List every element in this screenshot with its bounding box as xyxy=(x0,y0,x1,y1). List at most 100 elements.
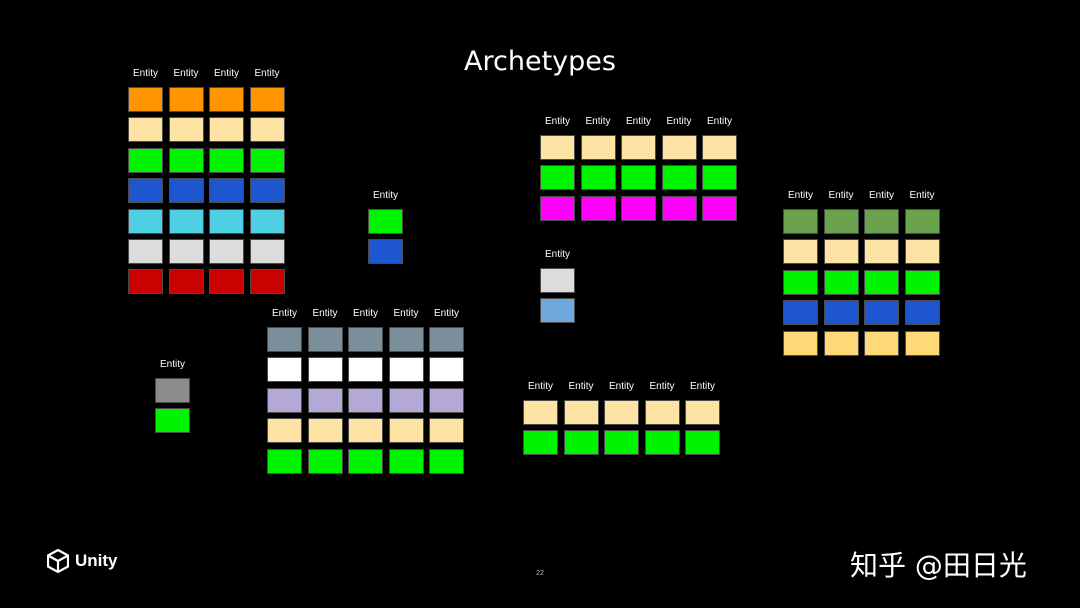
entity-header: Entity xyxy=(173,68,199,79)
component-cell-green xyxy=(644,430,680,456)
component-cell-cream xyxy=(429,418,464,444)
component-cell-white xyxy=(267,357,302,383)
component-cell-magenta xyxy=(702,195,737,221)
entity-header: Entity xyxy=(352,308,378,319)
component-cell-steelblue xyxy=(307,327,343,352)
component-cell-cream xyxy=(523,400,558,425)
entity-header: Entity xyxy=(787,190,813,201)
component-cell-blue xyxy=(783,300,818,326)
component-cell-steelblue xyxy=(429,327,464,352)
component-cell-yellow xyxy=(823,330,859,356)
component-cell-steelblue xyxy=(348,327,383,352)
component-cell-white xyxy=(307,357,343,383)
entity-header: Entity xyxy=(608,381,634,392)
component-cell-cream xyxy=(904,239,940,265)
entity-header: Entity xyxy=(372,190,398,201)
component-cell-green xyxy=(128,147,163,173)
component-cell-cream xyxy=(267,418,302,444)
component-cell-cream xyxy=(783,239,818,265)
component-cell-green xyxy=(563,430,599,456)
component-cell-blue xyxy=(168,178,204,204)
component-cell-green xyxy=(429,448,464,474)
entity-header: Entity xyxy=(689,381,715,392)
watermark: 知乎 @田日光 xyxy=(850,549,1027,582)
component-cell-green xyxy=(348,448,383,474)
entity-header: Entity xyxy=(544,116,570,127)
component-cell-cream xyxy=(685,400,720,425)
component-cell-magenta xyxy=(621,195,656,221)
component-cell-green xyxy=(155,408,190,434)
component-cell-cream xyxy=(128,117,163,143)
component-cell-orange xyxy=(249,87,285,112)
component-cell-red xyxy=(128,269,163,295)
component-cell-cyan xyxy=(209,208,244,234)
component-cell-green xyxy=(864,269,899,295)
component-cell-lightgray xyxy=(249,239,285,264)
unity-logo: Unity xyxy=(47,549,118,573)
component-cell-cyan xyxy=(128,208,163,234)
entity-header: Entity xyxy=(706,116,732,127)
component-cell-cream xyxy=(168,117,204,143)
component-cell-lightgray xyxy=(128,239,163,264)
component-cell-olive xyxy=(904,209,940,234)
entity-header: Entity xyxy=(544,249,570,260)
entity-header: Entity xyxy=(433,308,459,319)
component-cell-red xyxy=(249,269,285,295)
component-cell-olive xyxy=(783,209,818,234)
component-cell-orange xyxy=(128,87,163,112)
component-cell-cream xyxy=(209,117,244,143)
component-cell-cyan xyxy=(249,208,285,234)
entity-header: Entity xyxy=(527,381,553,392)
component-cell-blue xyxy=(823,300,859,326)
entity-header: Entity xyxy=(909,190,935,201)
component-cell-green xyxy=(702,165,737,191)
entity-header: Entity xyxy=(585,116,611,127)
component-cell-lavender xyxy=(267,387,302,413)
component-cell-skyblue xyxy=(540,298,575,324)
component-cell-gray xyxy=(155,378,190,403)
component-cell-cream xyxy=(348,418,383,444)
component-cell-magenta xyxy=(661,195,697,221)
slide-title: Archetypes xyxy=(464,46,616,77)
component-cell-green xyxy=(388,448,424,474)
entity-header: Entity xyxy=(159,359,185,370)
component-cell-green xyxy=(604,430,639,456)
component-cell-cream xyxy=(823,239,859,265)
component-cell-cream xyxy=(249,117,285,143)
component-cell-cream xyxy=(661,135,697,160)
component-cell-green xyxy=(904,269,940,295)
component-cell-yellow xyxy=(904,330,940,356)
component-cell-green xyxy=(267,448,302,474)
component-cell-cream xyxy=(540,135,575,160)
entity-header: Entity xyxy=(271,308,297,319)
component-cell-blue xyxy=(368,239,403,265)
component-cell-green xyxy=(685,430,720,456)
component-cell-lightgray xyxy=(209,239,244,264)
component-cell-lavender xyxy=(429,387,464,413)
component-cell-cyan xyxy=(168,208,204,234)
component-cell-green xyxy=(621,165,656,191)
entity-header: Entity xyxy=(666,116,692,127)
component-cell-cream xyxy=(621,135,656,160)
component-cell-blue xyxy=(209,178,244,204)
component-cell-green xyxy=(661,165,697,191)
component-cell-blue xyxy=(864,300,899,326)
component-cell-yellow xyxy=(783,330,818,356)
component-cell-lightgray xyxy=(540,268,575,293)
unity-logo-text: Unity xyxy=(75,551,118,570)
entity-header: Entity xyxy=(213,68,239,79)
entity-header: Entity xyxy=(625,116,651,127)
page-number: 22 xyxy=(536,570,544,577)
component-cell-yellow xyxy=(864,330,899,356)
component-cell-olive xyxy=(864,209,899,234)
component-cell-green xyxy=(823,269,859,295)
entity-header: Entity xyxy=(828,190,854,201)
component-cell-cream xyxy=(702,135,737,160)
component-cell-lightgray xyxy=(168,239,204,264)
component-cell-green xyxy=(168,147,204,173)
component-cell-lavender xyxy=(348,387,383,413)
entity-header: Entity xyxy=(649,381,675,392)
entity-header: Entity xyxy=(393,308,419,319)
component-cell-red xyxy=(209,269,244,295)
